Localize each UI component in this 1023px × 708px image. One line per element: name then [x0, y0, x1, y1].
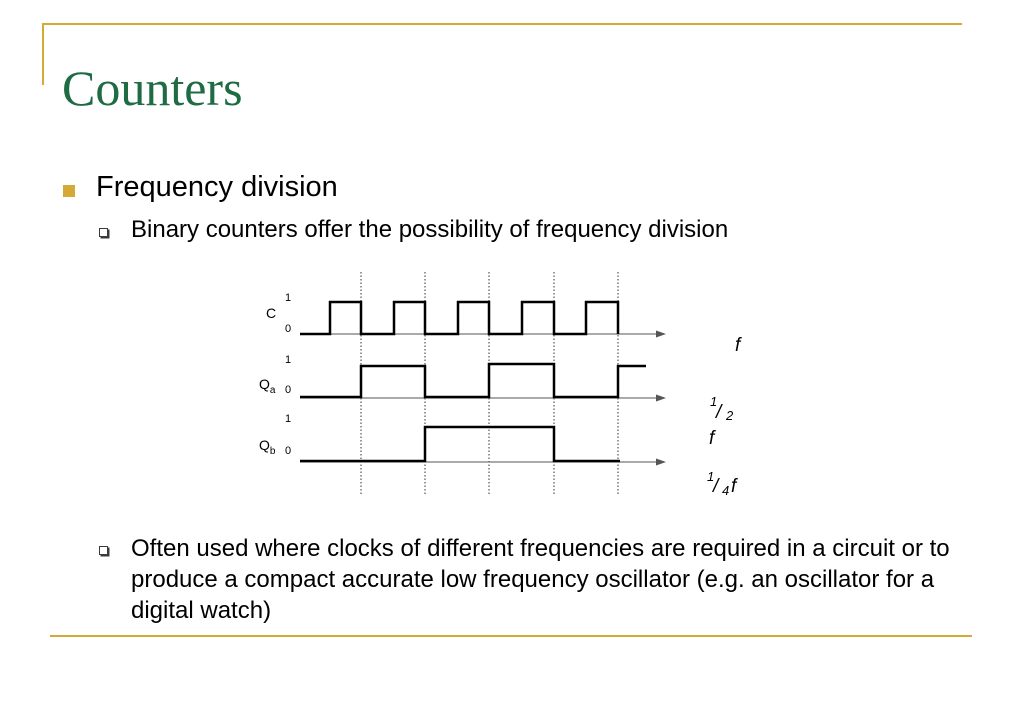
sub-bullet-box-icon — [99, 228, 108, 237]
output-quarter-slash: / — [711, 476, 720, 497]
slide-title: Counters — [62, 60, 243, 116]
frame-left-rule — [42, 23, 44, 85]
bullet-square-icon — [63, 185, 75, 197]
signal-qb-low-label: 0 — [285, 445, 291, 457]
output-half-slash: / — [714, 402, 723, 423]
output-half-denominator: 2 — [725, 408, 734, 423]
output-half-f-label: 1 / 2 f — [709, 394, 734, 449]
signal-qb-name: Q — [259, 437, 270, 453]
output-quarter-numerator: 1 — [707, 469, 714, 484]
clock-waveform — [300, 300, 620, 336]
signal-qa-high-label: 1 — [285, 354, 291, 366]
frame-top-rule — [42, 23, 962, 25]
signal-c-low-label: 0 — [285, 323, 291, 335]
sub-bullet-text: Binary counters offer the possibility of… — [131, 216, 729, 243]
signal-c-label: C — [266, 305, 276, 321]
signal-qb-label: Qb — [259, 437, 276, 457]
output-quarter-f-label: 1 / 4 f — [707, 469, 738, 498]
signal-qa-name: Q — [259, 376, 270, 392]
signal-qa-label: Qa — [259, 376, 276, 396]
output-f-label: f — [735, 335, 742, 356]
sub-bullet-text: Often used where clocks of different fre… — [131, 535, 950, 624]
frame-bottom-rule — [50, 635, 972, 637]
sub-bullet-box-icon — [99, 546, 108, 555]
qa-waveform — [300, 362, 646, 399]
signal-qb-subscript: b — [270, 446, 276, 457]
output-quarter-denominator: 4 — [722, 483, 729, 498]
signal-c-high-label: 1 — [285, 292, 291, 304]
qb-waveform — [300, 425, 620, 463]
signal-qa-subscript: a — [270, 385, 276, 396]
signal-qb-high-label: 1 — [285, 413, 291, 425]
output-half-f: f — [709, 428, 716, 449]
bullet-text: Frequency division — [96, 171, 338, 203]
output-half-numerator: 1 — [710, 394, 717, 409]
output-quarter-f: f — [731, 476, 738, 497]
signal-qa-low-label: 0 — [285, 384, 291, 396]
